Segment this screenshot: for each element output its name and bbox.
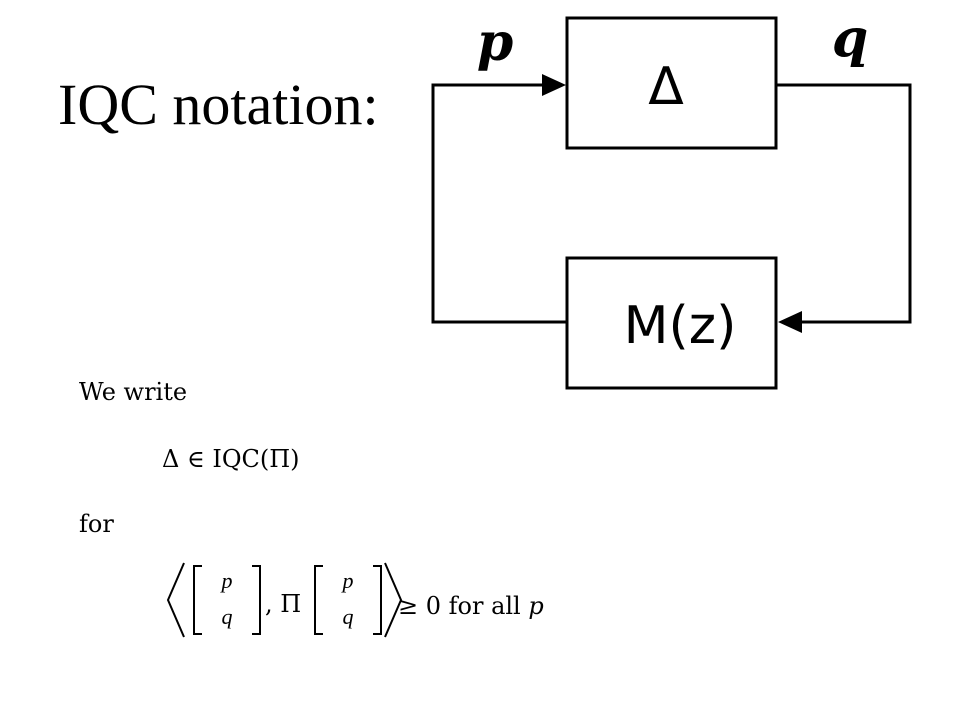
pi-operator: , Π — [265, 590, 302, 618]
delta-block — [565, 16, 778, 150]
iqc-membership-expression: Δ ∈ IQC(Π) — [162, 445, 300, 473]
vector2-top: p — [342, 568, 354, 593]
arrow-into-delta — [542, 74, 566, 96]
signal-q-label: q — [832, 8, 868, 69]
input-wire — [431, 83, 567, 324]
left-matrix-bracket-2-close — [373, 565, 382, 635]
left-matrix-bracket-2-open — [314, 565, 323, 635]
inequality-tail: ≥ 0 for all p — [398, 592, 544, 620]
right-angle-bracket — [384, 562, 403, 638]
m-block-label: M(z) — [624, 296, 737, 356]
vector2-bottom: q — [342, 604, 354, 629]
we-write-text: We write — [79, 378, 188, 406]
output-wire — [776, 83, 912, 324]
arrow-into-m — [778, 311, 802, 333]
inner-product-brackets — [166, 562, 403, 638]
inequality-variable: p — [528, 592, 544, 620]
slide-title: IQC notation: — [58, 72, 379, 137]
left-matrix-bracket-1-open — [193, 565, 202, 635]
delta-block-label: Δ — [648, 57, 684, 117]
signal-p-label: p — [477, 12, 513, 73]
left-matrix-bracket-1-close — [252, 565, 261, 635]
inequality-text: ≥ 0 for all — [398, 592, 521, 620]
vector1-bottom: q — [221, 604, 233, 629]
left-angle-bracket — [166, 562, 185, 638]
for-text: for — [79, 510, 114, 538]
vector1-top: p — [221, 568, 233, 593]
